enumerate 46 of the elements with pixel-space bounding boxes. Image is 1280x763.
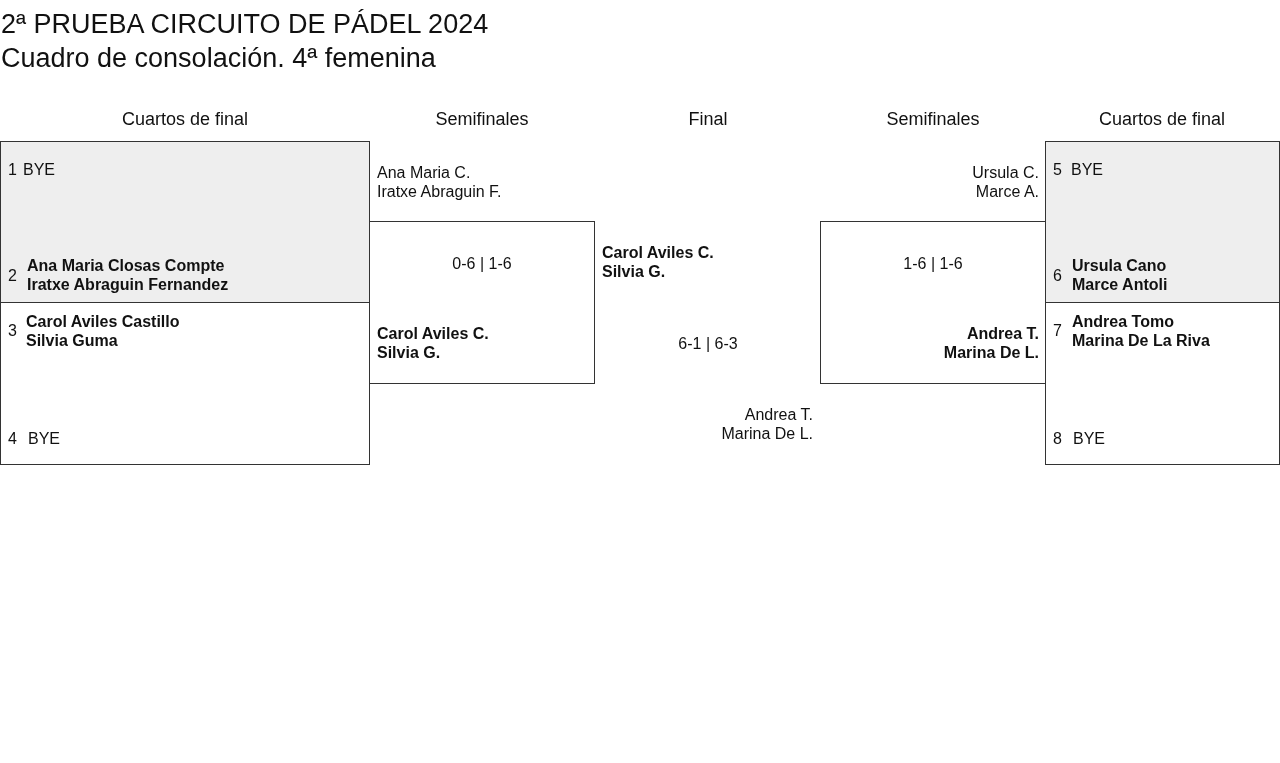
player-name: Silvia G. — [377, 343, 441, 362]
match-box — [1045, 141, 1280, 303]
bye-label: BYE — [23, 160, 55, 179]
player-name: Carol Aviles C. — [602, 243, 714, 262]
round-header: Semifinales — [885, 110, 981, 129]
seed-number: 2 — [8, 266, 17, 285]
player-name: Ana Maria Closas Compte — [27, 256, 225, 275]
match-score: 6-1 | 6-3 — [677, 334, 739, 353]
round-header: Cuartos de final — [1097, 110, 1227, 129]
round-header: Semifinales — [434, 110, 530, 129]
player-name: Ana Maria C. — [377, 163, 471, 182]
seed-number: 7 — [1053, 321, 1062, 340]
seed-number: 1 — [8, 160, 17, 179]
match-box — [0, 141, 370, 303]
round-header: Final — [687, 110, 729, 129]
match-box — [0, 302, 370, 465]
player-name: Carol Aviles Castillo — [26, 312, 180, 331]
player-name: Andrea T. — [967, 324, 1039, 343]
seed-number: 4 — [8, 429, 17, 448]
player-name: Silvia G. — [602, 262, 666, 281]
seed-number: 8 — [1053, 429, 1062, 448]
seed-number: 3 — [8, 321, 17, 340]
player-name: Carol Aviles C. — [377, 324, 489, 343]
seed-number: 5 — [1053, 160, 1062, 179]
bye-label: BYE — [1071, 160, 1103, 179]
page-subtitle: Cuadro de consolación. 4ª femenina — [1, 42, 436, 74]
bye-label: BYE — [28, 429, 60, 448]
player-name: Andrea T. — [744, 405, 813, 424]
match-score: 0-6 | 1-6 — [451, 254, 513, 273]
player-name: Marina De L. — [943, 343, 1039, 362]
seed-number: 6 — [1053, 266, 1062, 285]
player-name: Marina De L. — [721, 424, 813, 443]
match-box — [1045, 302, 1280, 465]
player-name: Iratxe Abraguin F. — [377, 182, 502, 201]
match-score: 1-6 | 1-6 — [902, 254, 964, 273]
player-name: Marce A. — [975, 182, 1039, 201]
page-title: 2ª PRUEBA CIRCUITO DE PÁDEL 2024 — [1, 8, 489, 40]
player-name: Ursula C. — [972, 163, 1039, 182]
player-name: Marina De La Riva — [1072, 331, 1210, 350]
player-name: Ursula Cano — [1072, 256, 1167, 275]
player-name: Andrea Tomo — [1072, 312, 1174, 331]
player-name: Marce Antoli — [1072, 275, 1168, 294]
player-name: Silvia Guma — [26, 331, 118, 350]
round-header: Cuartos de final — [120, 110, 250, 129]
bye-label: BYE — [1073, 429, 1105, 448]
player-name: Iratxe Abraguin Fernandez — [27, 275, 229, 294]
